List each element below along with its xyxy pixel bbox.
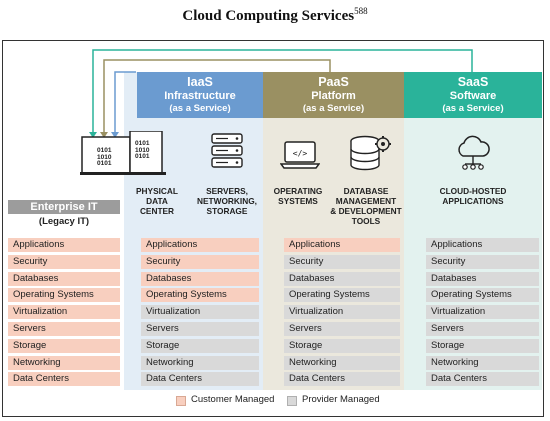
svg-text:</>: </>	[293, 149, 308, 158]
enterprise-row-operating-systems: Operating Systems	[8, 288, 120, 303]
paas-row-applications: Applications	[284, 238, 400, 252]
saas-subtitle: Software	[449, 90, 497, 102]
paas-tagline: (as a Service)	[302, 103, 365, 114]
saas-row-databases: Databases	[426, 271, 539, 286]
iaas-subtitle: Infrastructure	[164, 90, 236, 102]
iaas-row-data-centers: Data Centers	[141, 372, 259, 387]
iaas-row-applications: Applications	[141, 238, 259, 252]
enterprise-row-networking: Networking	[8, 355, 120, 370]
paas-row-operating-systems: Operating Systems	[284, 288, 400, 303]
saas-row-virtualization: Virtualization	[426, 305, 539, 320]
enterprise-row-data-centers: Data Centers	[8, 372, 120, 387]
paas-panel	[263, 72, 404, 390]
enterprise-row-storage: Storage	[8, 338, 120, 353]
saas-arrow	[92, 49, 473, 133]
paas-arrow	[103, 59, 331, 133]
paas-row-servers: Servers	[284, 321, 400, 336]
saas-row-data-centers: Data Centers	[426, 372, 539, 387]
saas-tagline: (as a Service)	[442, 103, 504, 114]
paas-subtitle: Platform	[311, 90, 356, 102]
cloud-network-icon	[453, 134, 493, 179]
saas-header: SaaS Software (as a Service)	[404, 72, 542, 118]
enterprise-header: Enterprise IT	[8, 200, 120, 214]
iaas-row-security: Security	[141, 254, 259, 269]
paas-row-security: Security	[284, 254, 400, 269]
saas-row-servers: Servers	[426, 321, 539, 336]
enterprise-row-security: Security	[8, 254, 120, 269]
iaas-row-servers: Servers	[141, 321, 259, 336]
saas-panel	[404, 72, 542, 390]
saas-row-operating-systems: Operating Systems	[426, 288, 539, 303]
saas-arrowhead	[89, 132, 97, 138]
paas-row-data-centers: Data Centers	[284, 372, 400, 387]
iaas-tagline: (as a Service)	[169, 103, 231, 114]
title-text: Cloud Computing Services	[182, 8, 355, 24]
paas-row-databases: Databases	[284, 271, 400, 286]
saas-row-security: Security	[426, 254, 539, 269]
enterprise-row-applications: Applications	[8, 238, 120, 252]
diagram-title: Cloud Computing Services588	[0, 6, 550, 25]
enterprise-building-icon	[80, 130, 170, 181]
footnote-ref: 588	[354, 6, 368, 16]
paas-row-networking: Networking	[284, 355, 400, 370]
database-gear-icon	[347, 134, 393, 179]
iaas-row-virtualization: Virtualization	[141, 305, 259, 320]
paas-row-storage: Storage	[284, 338, 400, 353]
saas-title: SaaS	[457, 75, 489, 89]
iaas-row-databases: Databases	[141, 271, 259, 286]
enterprise-row-virtualization: Virtualization	[8, 305, 120, 320]
saas-row-networking: Networking	[426, 355, 539, 370]
paas-title: PaaS	[318, 75, 349, 89]
legend-provider-label: Provider Managed	[302, 394, 380, 405]
enterprise-row-servers: Servers	[8, 321, 120, 336]
paas-header: PaaS Platform (as a Service)	[263, 72, 404, 118]
iaas-title: IaaS	[187, 75, 213, 89]
legend-customer-swatch	[176, 396, 186, 406]
paas-arrowhead	[100, 132, 108, 138]
iaas-row-storage: Storage	[141, 338, 259, 353]
iaas-header: IaaS Infrastructure (as a Service)	[137, 72, 263, 118]
iaas-arrowhead	[111, 132, 119, 138]
iaas-row-networking: Networking	[141, 355, 259, 370]
enterprise-row-databases: Databases	[8, 271, 120, 286]
saas-row-storage: Storage	[426, 338, 539, 353]
iaas-label-servers: SERVERS,NETWORKING,STORAGE	[197, 186, 257, 216]
legend-provider-swatch	[287, 396, 297, 406]
iaas-row-operating-systems: Operating Systems	[141, 288, 259, 303]
legend-customer-label: Customer Managed	[191, 394, 275, 405]
iaas-arrow	[114, 71, 136, 133]
saas-row-applications: Applications	[426, 238, 539, 252]
iaas-panel	[124, 72, 263, 390]
server-rack-icon	[210, 132, 244, 177]
laptop-code-icon: </>	[279, 140, 321, 177]
paas-row-virtualization: Virtualization	[284, 305, 400, 320]
enterprise-subtitle: (Legacy IT)	[38, 216, 90, 227]
